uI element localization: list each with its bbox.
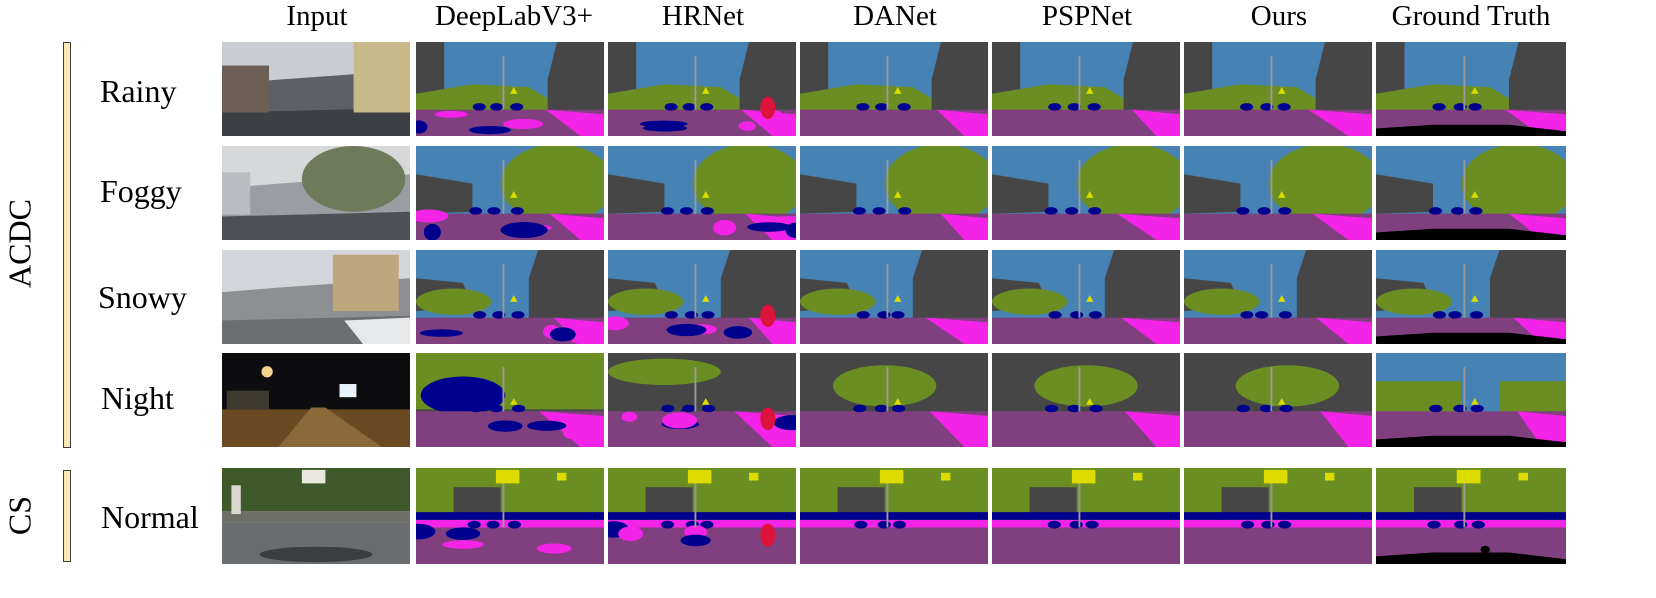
cell-night-ours [1184, 353, 1372, 447]
segmentation-map [1184, 42, 1372, 136]
cell-foggy-danet [800, 146, 988, 240]
cell-rainy-deeplabv3plus [416, 42, 604, 136]
cell-night-hrnet [608, 353, 796, 447]
cell-rainy-pspnet [992, 42, 1180, 136]
segmentation-map [416, 353, 604, 447]
cell-rainy-ours [1184, 42, 1372, 136]
cell-foggy-pspnet [992, 146, 1180, 240]
cell-snowy-ours [1184, 250, 1372, 344]
group-bar-cs [63, 470, 71, 562]
cell-night-pspnet [992, 353, 1180, 447]
segmentation-map [1184, 146, 1372, 240]
cell-night-deeplabv3plus [416, 353, 604, 447]
cell-snowy-deeplabv3plus [416, 250, 604, 344]
group-label-acdc: ACDC [1, 199, 38, 288]
cell-rainy-hrnet [608, 42, 796, 136]
column-header-ours: Ours [1250, 0, 1308, 32]
segmentation-map [1376, 42, 1566, 136]
segmentation-map [992, 250, 1180, 344]
column-header-pspnet: PSPNet [1041, 0, 1133, 32]
input-photo [222, 353, 410, 447]
cell-normal-hrnet [608, 468, 796, 564]
segmentation-map [416, 42, 604, 136]
cell-foggy-hrnet [608, 146, 796, 240]
cell-snowy-input [222, 250, 410, 344]
segmentation-map [800, 250, 988, 344]
cell-night-ground-truth [1376, 353, 1566, 447]
cell-night-input [222, 353, 410, 447]
cell-normal-input [222, 468, 410, 564]
column-header-hrnet: HRNet [661, 0, 745, 32]
cell-snowy-danet [800, 250, 988, 344]
column-header-deeplabv3plus: DeepLabV3+ [434, 0, 594, 32]
row-label-normal: Normal [101, 499, 199, 535]
cell-normal-pspnet [992, 468, 1180, 564]
segmentation-map [1184, 468, 1372, 564]
column-header-input: Input [286, 0, 348, 32]
segmentation-map [992, 353, 1180, 447]
segmentation-map [992, 468, 1180, 564]
input-photo [222, 468, 410, 564]
segmentation-map [608, 250, 796, 344]
cell-rainy-danet [800, 42, 988, 136]
segmentation-map [608, 146, 796, 240]
cell-foggy-ours [1184, 146, 1372, 240]
cell-snowy-pspnet [992, 250, 1180, 344]
segmentation-map [1376, 468, 1566, 564]
cell-snowy-hrnet [608, 250, 796, 344]
input-photo [222, 146, 410, 240]
segmentation-map [992, 42, 1180, 136]
segmentation-map [416, 250, 604, 344]
column-header-danet: DANet [853, 0, 937, 32]
segmentation-map [1184, 250, 1372, 344]
cell-normal-ground-truth [1376, 468, 1566, 564]
segmentation-map [1376, 146, 1566, 240]
segmentation-map [1184, 353, 1372, 447]
segmentation-map [992, 146, 1180, 240]
cell-rainy-input [222, 42, 410, 136]
segmentation-map [1376, 353, 1566, 447]
segmentation-map [416, 146, 604, 240]
cell-normal-danet [800, 468, 988, 564]
cell-rainy-ground-truth [1376, 42, 1566, 136]
cell-foggy-ground-truth [1376, 146, 1566, 240]
segmentation-map [800, 468, 988, 564]
cell-night-danet [800, 353, 988, 447]
input-photo [222, 250, 410, 344]
row-label-night: Night [101, 380, 174, 416]
input-photo [222, 42, 410, 136]
cell-snowy-ground-truth [1376, 250, 1566, 344]
row-label-rainy: Rainy [100, 73, 177, 109]
row-label-snowy: Snowy [98, 279, 187, 315]
group-bar-acdc [63, 42, 71, 448]
group-label-cs: CS [1, 495, 38, 536]
row-label-foggy: Foggy [100, 173, 182, 209]
segmentation-map [608, 353, 796, 447]
segmentation-map [608, 468, 796, 564]
cell-foggy-deeplabv3plus [416, 146, 604, 240]
segmentation-map [1376, 250, 1566, 344]
cell-foggy-input [222, 146, 410, 240]
segmentation-map [800, 353, 988, 447]
segmentation-map [608, 42, 796, 136]
segmentation-map [800, 42, 988, 136]
segmentation-map [800, 146, 988, 240]
column-header-ground-truth: Ground Truth [1391, 0, 1551, 32]
cell-normal-ours [1184, 468, 1372, 564]
cell-normal-deeplabv3plus [416, 468, 604, 564]
segmentation-map [416, 468, 604, 564]
